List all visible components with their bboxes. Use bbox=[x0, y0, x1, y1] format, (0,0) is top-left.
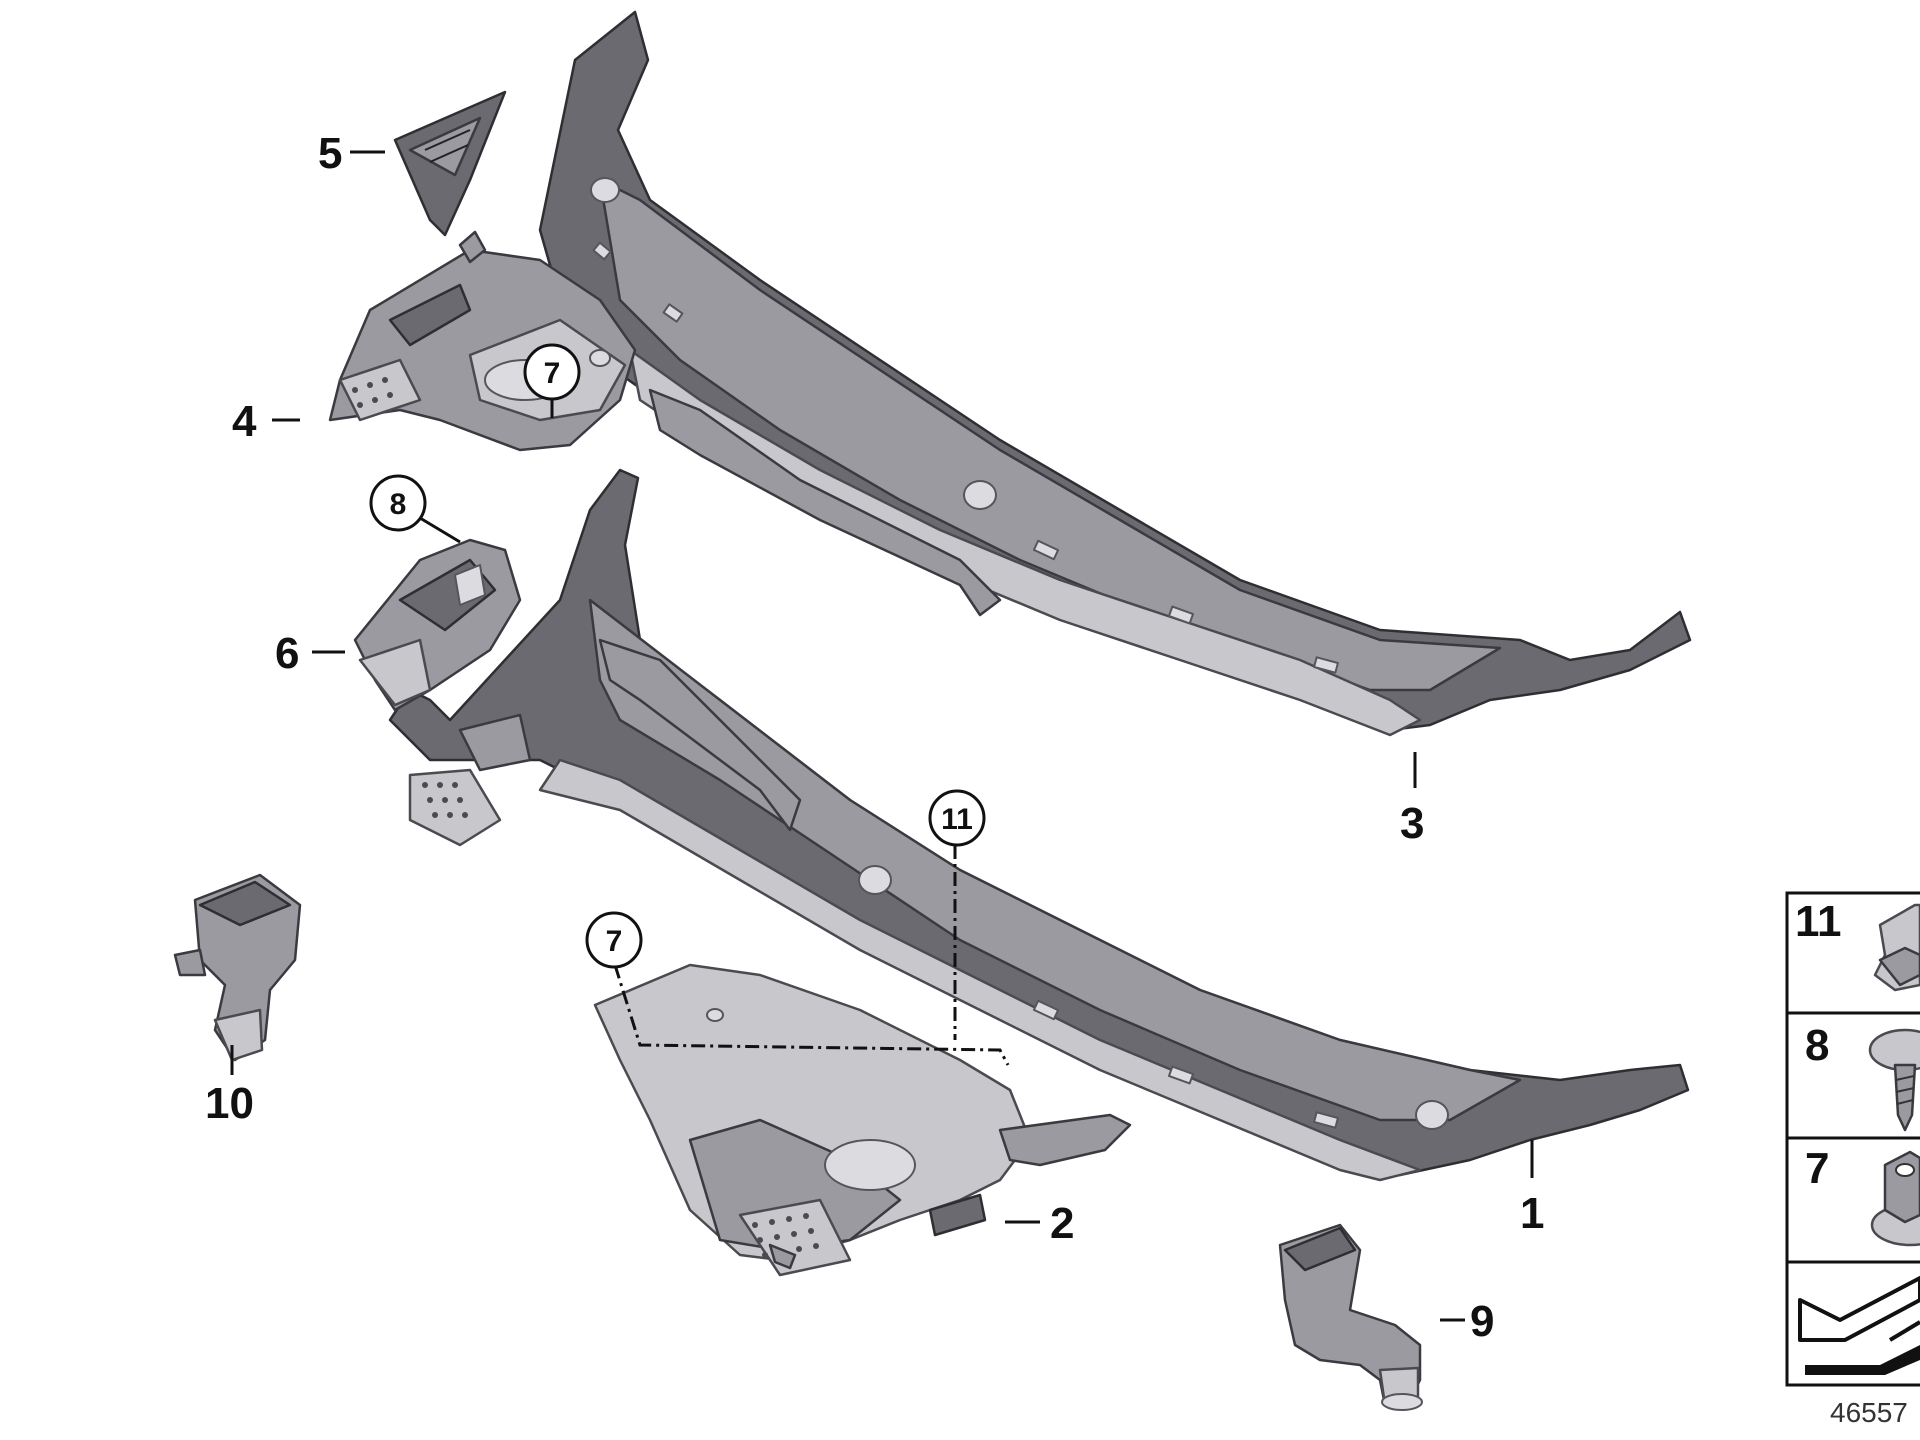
circled-callout-11: 11 bbox=[928, 789, 986, 847]
part-1-grille bbox=[408, 768, 502, 847]
svg-text:7: 7 bbox=[1805, 1144, 1829, 1193]
legend-item-7: 7 bbox=[1805, 1144, 1920, 1247]
circled-callout-8: 8 bbox=[369, 474, 427, 532]
fastener-legend: 11 8 7 bbox=[1785, 891, 1920, 1387]
callouts: 5 4 6 3 1 2 9 10 7 8 11 7 bbox=[205, 129, 1544, 1346]
svg-text:11: 11 bbox=[1795, 897, 1842, 946]
circled-callout-7-upper: 7 bbox=[523, 343, 581, 401]
svg-text:8: 8 bbox=[390, 488, 407, 521]
callout-6: 6 bbox=[275, 629, 299, 678]
callout-3: 3 bbox=[1400, 799, 1424, 848]
svg-text:7: 7 bbox=[606, 925, 623, 958]
callout-5: 5 bbox=[318, 129, 342, 178]
part-4-air-inlet-cover bbox=[328, 230, 637, 452]
leader-8 bbox=[419, 516, 461, 544]
part-2-air-inlet-cover bbox=[593, 963, 1132, 1277]
expanding-rivet-icon bbox=[1868, 1028, 1920, 1132]
collar-nut-icon bbox=[1870, 1150, 1920, 1247]
clip-nut-icon bbox=[1873, 903, 1920, 992]
circled-callout-7-lower: 7 bbox=[585, 911, 643, 969]
leader-lines bbox=[230, 150, 1534, 1322]
svg-text:8: 8 bbox=[1805, 1021, 1829, 1070]
svg-text:11: 11 bbox=[941, 803, 973, 836]
svg-text:7: 7 bbox=[544, 357, 561, 390]
part-9-duct bbox=[1278, 1223, 1423, 1411]
leader-7b bbox=[613, 964, 1010, 1066]
callout-1: 1 bbox=[1520, 1189, 1544, 1238]
document-number: 46557 bbox=[1830, 1397, 1908, 1428]
legend-item-11: 11 bbox=[1795, 897, 1920, 992]
part-10-duct bbox=[173, 873, 302, 1062]
part-1-cowl-cover-lower bbox=[388, 468, 1690, 1182]
callout-10: 10 bbox=[205, 1079, 254, 1128]
part-5-triangle-trim bbox=[393, 90, 507, 237]
legend-item-car-reference bbox=[1798, 1276, 1920, 1375]
callout-4: 4 bbox=[232, 397, 257, 446]
callout-2: 2 bbox=[1050, 1199, 1074, 1248]
car-reference-icon bbox=[1798, 1276, 1920, 1375]
legend-item-8: 8 bbox=[1805, 1021, 1920, 1132]
part-6-water-deflector bbox=[353, 538, 522, 712]
callout-9: 9 bbox=[1470, 1297, 1494, 1346]
part-3-cowl-cover-upper bbox=[538, 10, 1692, 737]
